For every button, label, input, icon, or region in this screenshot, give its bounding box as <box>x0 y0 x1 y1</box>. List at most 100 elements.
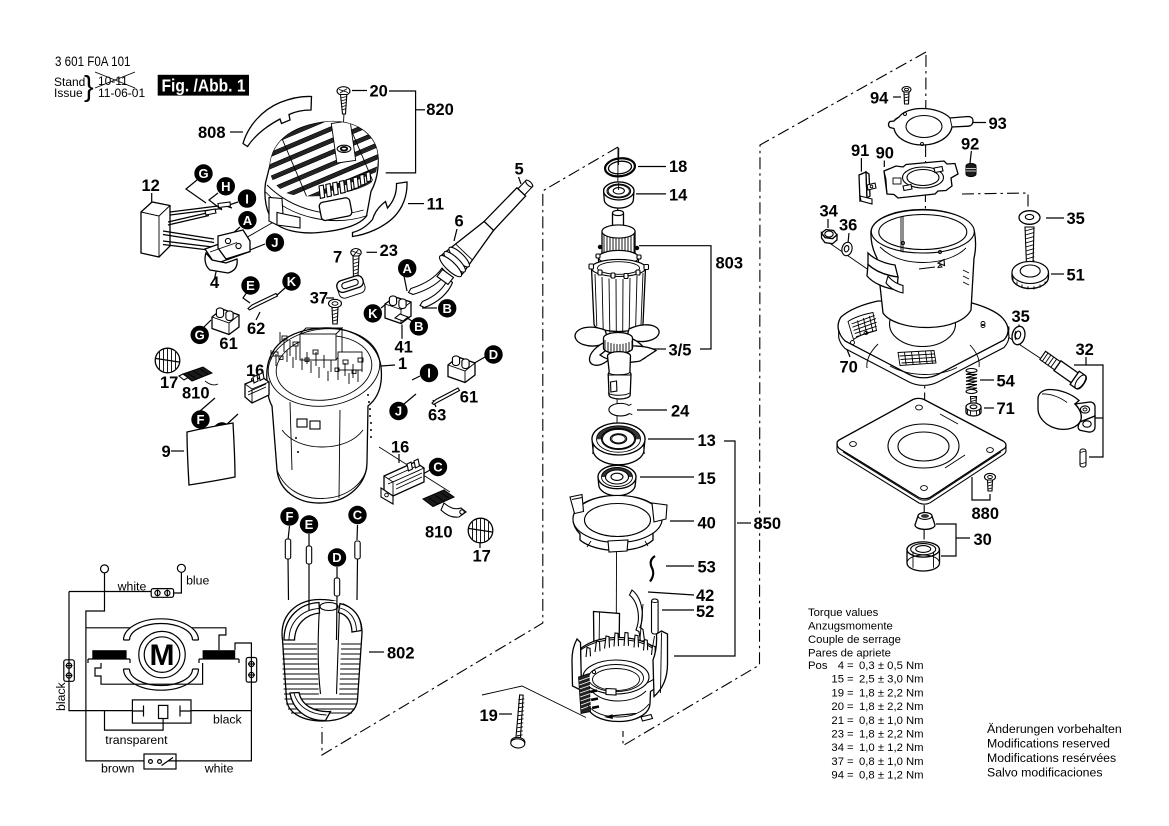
svg-text:black: black <box>213 713 243 727</box>
svg-text:41: 41 <box>395 339 413 357</box>
svg-text:K: K <box>287 274 297 289</box>
svg-text:808: 808 <box>198 124 226 142</box>
svg-text:92: 92 <box>961 136 979 154</box>
svg-text:1: 1 <box>398 355 407 373</box>
svg-text:32: 32 <box>1076 341 1094 359</box>
svg-text:3 601 F0A 101: 3 601 F0A 101 <box>55 54 131 69</box>
svg-text:J: J <box>271 235 278 250</box>
svg-text:=: = <box>847 687 854 699</box>
svg-text:=: = <box>847 660 854 672</box>
svg-text:Modifications reserved: Modifications reserved <box>987 737 1110 751</box>
svg-text:37: 37 <box>310 290 328 308</box>
svg-text:D: D <box>489 347 498 362</box>
svg-text:Stand: Stand <box>54 75 85 89</box>
svg-text:white: white <box>204 762 234 776</box>
svg-text:Anzugsmomente: Anzugsmomente <box>808 621 893 633</box>
svg-text:Pares de apriete: Pares de apriete <box>808 648 891 660</box>
svg-text:G: G <box>195 328 205 343</box>
svg-text:11-06-01: 11-06-01 <box>98 86 145 100</box>
svg-text:Issue: Issue <box>54 86 83 100</box>
svg-text:1,8 ± 2,2 Nm: 1,8 ± 2,2 Nm <box>859 729 924 741</box>
svg-text:1,0 ± 1,2 Nm: 1,0 ± 1,2 Nm <box>859 742 924 754</box>
svg-text:F: F <box>197 412 205 427</box>
svg-text:30: 30 <box>974 531 992 549</box>
svg-text:63: 63 <box>428 407 446 425</box>
svg-text:0,8 ± 1,0 Nm: 0,8 ± 1,0 Nm <box>859 756 924 768</box>
svg-text:Couple de serrage: Couple de serrage <box>808 634 901 646</box>
svg-text:=: = <box>847 756 854 768</box>
svg-text:0,8 ± 1,0 Nm: 0,8 ± 1,0 Nm <box>859 715 924 727</box>
svg-text:62: 62 <box>247 320 265 338</box>
svg-text:transparent: transparent <box>105 733 168 747</box>
svg-text:=: = <box>847 770 854 782</box>
svg-text:F: F <box>286 509 294 524</box>
svg-text:91: 91 <box>851 142 869 160</box>
svg-text:17: 17 <box>473 548 491 566</box>
svg-text:J: J <box>395 404 402 419</box>
svg-text:90: 90 <box>876 145 894 163</box>
svg-text:850: 850 <box>754 515 782 533</box>
svg-text:35: 35 <box>1012 308 1030 326</box>
svg-text:15: 15 <box>698 470 716 488</box>
svg-text:37: 37 <box>831 756 844 768</box>
svg-text:B: B <box>443 301 452 316</box>
svg-text:0,8 ± 1,2 Nm: 0,8 ± 1,2 Nm <box>859 770 924 782</box>
svg-text:0,3 ± 0,5 Nm: 0,3 ± 0,5 Nm <box>859 660 924 672</box>
svg-text:brown: brown <box>101 762 135 776</box>
svg-text:E: E <box>305 517 314 532</box>
svg-text:B: B <box>414 319 423 334</box>
svg-text:Modifications resérvées: Modifications resérvées <box>987 751 1116 765</box>
svg-text:94: 94 <box>831 770 844 782</box>
svg-text:=: = <box>847 715 854 727</box>
svg-text:4: 4 <box>838 660 844 672</box>
svg-text:23: 23 <box>380 242 398 260</box>
svg-text:13: 13 <box>698 432 716 450</box>
svg-text:E: E <box>246 278 255 293</box>
svg-text:I: I <box>427 366 431 381</box>
svg-text:Torque values: Torque values <box>808 607 879 619</box>
svg-text:802: 802 <box>387 645 415 663</box>
svg-text:D: D <box>332 550 341 565</box>
svg-text:11: 11 <box>427 196 444 214</box>
svg-text:19: 19 <box>480 707 498 725</box>
svg-text:61: 61 <box>219 335 237 353</box>
svg-text:6: 6 <box>455 213 464 231</box>
svg-text:19: 19 <box>831 687 844 699</box>
svg-text:34: 34 <box>820 203 839 221</box>
svg-text:I: I <box>245 191 249 206</box>
svg-text:2,5 ± 3,0 Nm: 2,5 ± 3,0 Nm <box>859 674 924 686</box>
svg-text:A: A <box>243 213 253 228</box>
svg-text:M: M <box>150 639 175 672</box>
svg-text:Pos: Pos <box>808 660 828 672</box>
svg-text:71: 71 <box>997 400 1015 418</box>
svg-text:=: = <box>847 674 854 686</box>
svg-text:93: 93 <box>989 115 1007 133</box>
svg-text:810: 810 <box>425 524 453 542</box>
svg-text:61: 61 <box>460 389 478 407</box>
svg-text:36: 36 <box>839 217 857 235</box>
svg-text:24: 24 <box>671 403 690 421</box>
svg-text:=: = <box>847 729 854 741</box>
svg-text:820: 820 <box>426 101 454 119</box>
svg-text:40: 40 <box>698 515 716 533</box>
svg-text:803: 803 <box>716 255 744 273</box>
svg-text:7: 7 <box>333 249 342 267</box>
svg-text:51: 51 <box>1067 267 1085 285</box>
svg-text:42: 42 <box>696 587 714 605</box>
svg-text:810: 810 <box>182 385 210 403</box>
svg-text:Salvo modificaciones: Salvo modificaciones <box>987 766 1103 780</box>
svg-text:C: C <box>433 460 443 475</box>
svg-text:=: = <box>847 742 854 754</box>
svg-text:}: } <box>84 71 94 103</box>
svg-text:52: 52 <box>696 603 714 621</box>
svg-text:K: K <box>368 306 378 321</box>
svg-text:70: 70 <box>840 359 858 377</box>
svg-text:35: 35 <box>1067 210 1085 228</box>
svg-text:21: 21 <box>831 715 844 727</box>
svg-text:white: white <box>117 580 147 594</box>
svg-text:880: 880 <box>972 505 1000 523</box>
svg-text:12: 12 <box>142 177 160 195</box>
svg-text:black: black <box>54 681 68 711</box>
svg-text:G: G <box>198 166 208 181</box>
svg-text:1,8 ± 2,2 Nm: 1,8 ± 2,2 Nm <box>859 687 924 699</box>
